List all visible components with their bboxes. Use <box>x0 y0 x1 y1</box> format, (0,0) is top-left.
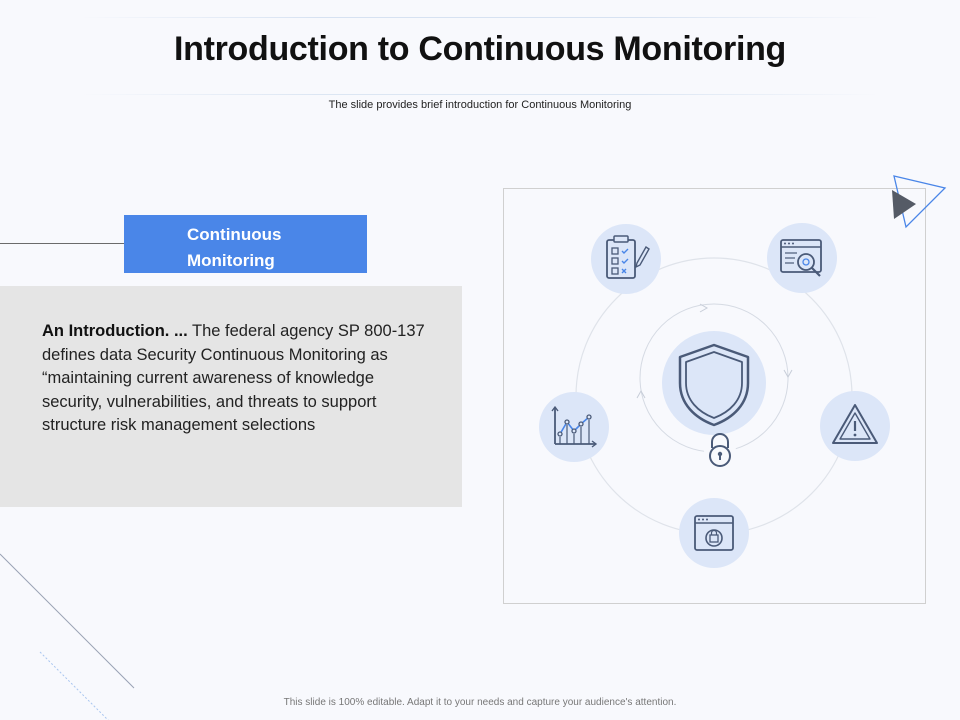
cycle-arrow-top <box>699 303 709 313</box>
checklist-icon <box>591 224 661 294</box>
title-divider <box>80 94 880 95</box>
monitoring-cycle-diagram <box>539 175 947 568</box>
web-search-icon <box>767 223 837 293</box>
warning-icon <box>820 391 890 461</box>
browser-lock-icon <box>679 498 749 568</box>
slide-footer: This slide is 100% editable. Adapt it to… <box>283 697 677 708</box>
intro-body: The federal agency SP 800-137 defines da… <box>42 322 425 434</box>
line-chart-icon <box>539 392 609 462</box>
top-divider <box>80 17 880 18</box>
shield-icon <box>662 331 766 435</box>
intro-heading: An Introduction. ... <box>42 322 188 340</box>
section-label-text: Continuous Monitoring <box>187 225 282 270</box>
cycle-arrow-left <box>636 389 646 399</box>
intro-text-panel: An Introduction. ... The federal agency … <box>0 286 462 507</box>
slide-subtitle: The slide provides brief introduction fo… <box>328 99 632 111</box>
label-connector-line <box>0 243 124 244</box>
cycle-arrow-right <box>783 369 793 379</box>
padlock-icon <box>704 433 736 467</box>
arrow-decoration-icon <box>892 175 947 229</box>
slide-title: Introduction to Continuous Monitoring <box>173 30 787 68</box>
section-label: Continuous Monitoring <box>124 215 367 273</box>
corner-decoration <box>0 553 135 720</box>
diagram-frame <box>503 188 926 604</box>
